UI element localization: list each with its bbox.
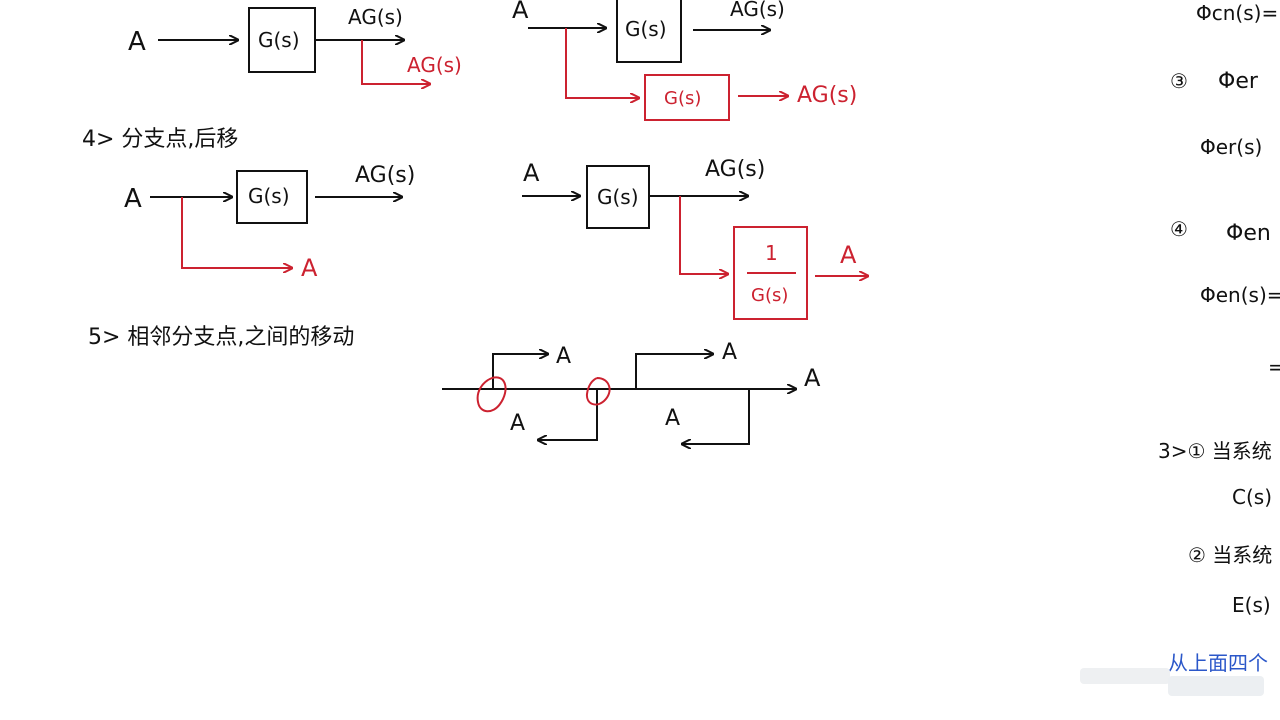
input-label-a: A xyxy=(523,159,540,187)
circled-3: ③ xyxy=(1170,69,1188,93)
block-g xyxy=(236,170,308,224)
diagram-middle-right: A G(s) AG(s) 1 G(s) A xyxy=(522,157,868,320)
block-g-label: G(s) xyxy=(597,185,639,209)
branch-arrow-red xyxy=(181,197,292,268)
inverse-numerator: 1 xyxy=(765,241,778,265)
red-output-label: AG(s) xyxy=(797,83,857,108)
output-label: AG(s) xyxy=(730,0,785,21)
branch-down-2 xyxy=(682,389,750,444)
branch-up-2-label: A xyxy=(722,340,737,365)
branch-point-circle-2 xyxy=(585,377,611,406)
branch-arrow-red xyxy=(679,196,728,274)
branch-point-circle-1 xyxy=(476,376,507,413)
branch-label-red: AG(s) xyxy=(407,53,462,77)
equals-sign: = xyxy=(1268,355,1280,379)
block-g xyxy=(586,165,650,229)
branch-down-1-label: A xyxy=(510,411,525,436)
phi-en-heading: Φen xyxy=(1226,221,1271,246)
footer-note: 从上面四个 xyxy=(1168,651,1268,675)
branch-label-red: A xyxy=(301,254,318,282)
block-g xyxy=(616,0,682,63)
phi-cn: Φcn(s)= xyxy=(1196,1,1278,25)
block-g-label: G(s) xyxy=(625,17,667,41)
phi-en-s: Φen(s)= xyxy=(1200,283,1280,307)
circled-4: ④ xyxy=(1170,217,1188,241)
item-3-2: ② 当系统 xyxy=(1188,543,1272,567)
output-label: AG(s) xyxy=(348,5,403,29)
heading-5: 5> 相邻分支点,之间的移动 xyxy=(88,325,354,350)
inverse-denominator: G(s) xyxy=(751,285,788,306)
diagram-adjacent-branches: A A A A A xyxy=(442,340,821,444)
branch-up-1-label: A xyxy=(556,344,571,369)
block-g-label: G(s) xyxy=(258,28,300,52)
output-label: AG(s) xyxy=(355,163,415,188)
branch-up-1 xyxy=(492,354,548,389)
heading-4: 4> 分支点,后移 xyxy=(82,127,238,152)
e-of-s: E(s) xyxy=(1232,593,1271,617)
block-g-red-label: G(s) xyxy=(664,88,701,109)
input-label-a: A xyxy=(128,27,146,57)
main-output-label: A xyxy=(804,364,821,392)
input-label-a: A xyxy=(124,184,142,214)
watermark xyxy=(1080,668,1264,696)
diagram-top-middle: A G(s) AG(s) G(s) AG(s) xyxy=(512,0,857,121)
diagram-top-left: A G(s) AG(s) AG(s) xyxy=(128,5,462,84)
right-column-notes: Φcn(s)= ③ Φer Φer(s) ④ Φen Φen(s)= = 3>①… xyxy=(1158,1,1280,675)
block-g-label: G(s) xyxy=(248,184,290,208)
red-output-label: A xyxy=(840,241,857,269)
item-3-1: 3>① 当系统 xyxy=(1158,439,1272,463)
branch-down-2-label: A xyxy=(665,406,680,431)
branch-down-1 xyxy=(538,389,598,440)
branch-arrow-red xyxy=(565,28,639,98)
phi-er-heading: Φer xyxy=(1218,69,1259,94)
diagram-middle-left: A G(s) AG(s) A xyxy=(124,163,415,282)
output-label: AG(s) xyxy=(705,157,765,182)
branch-arrow-red xyxy=(361,40,430,84)
c-of-s: C(s) xyxy=(1232,485,1272,509)
phi-er-s: Φer(s) xyxy=(1200,135,1262,159)
input-label-a: A xyxy=(512,0,529,24)
block-g-red xyxy=(644,74,730,121)
branch-up-2 xyxy=(635,354,713,389)
